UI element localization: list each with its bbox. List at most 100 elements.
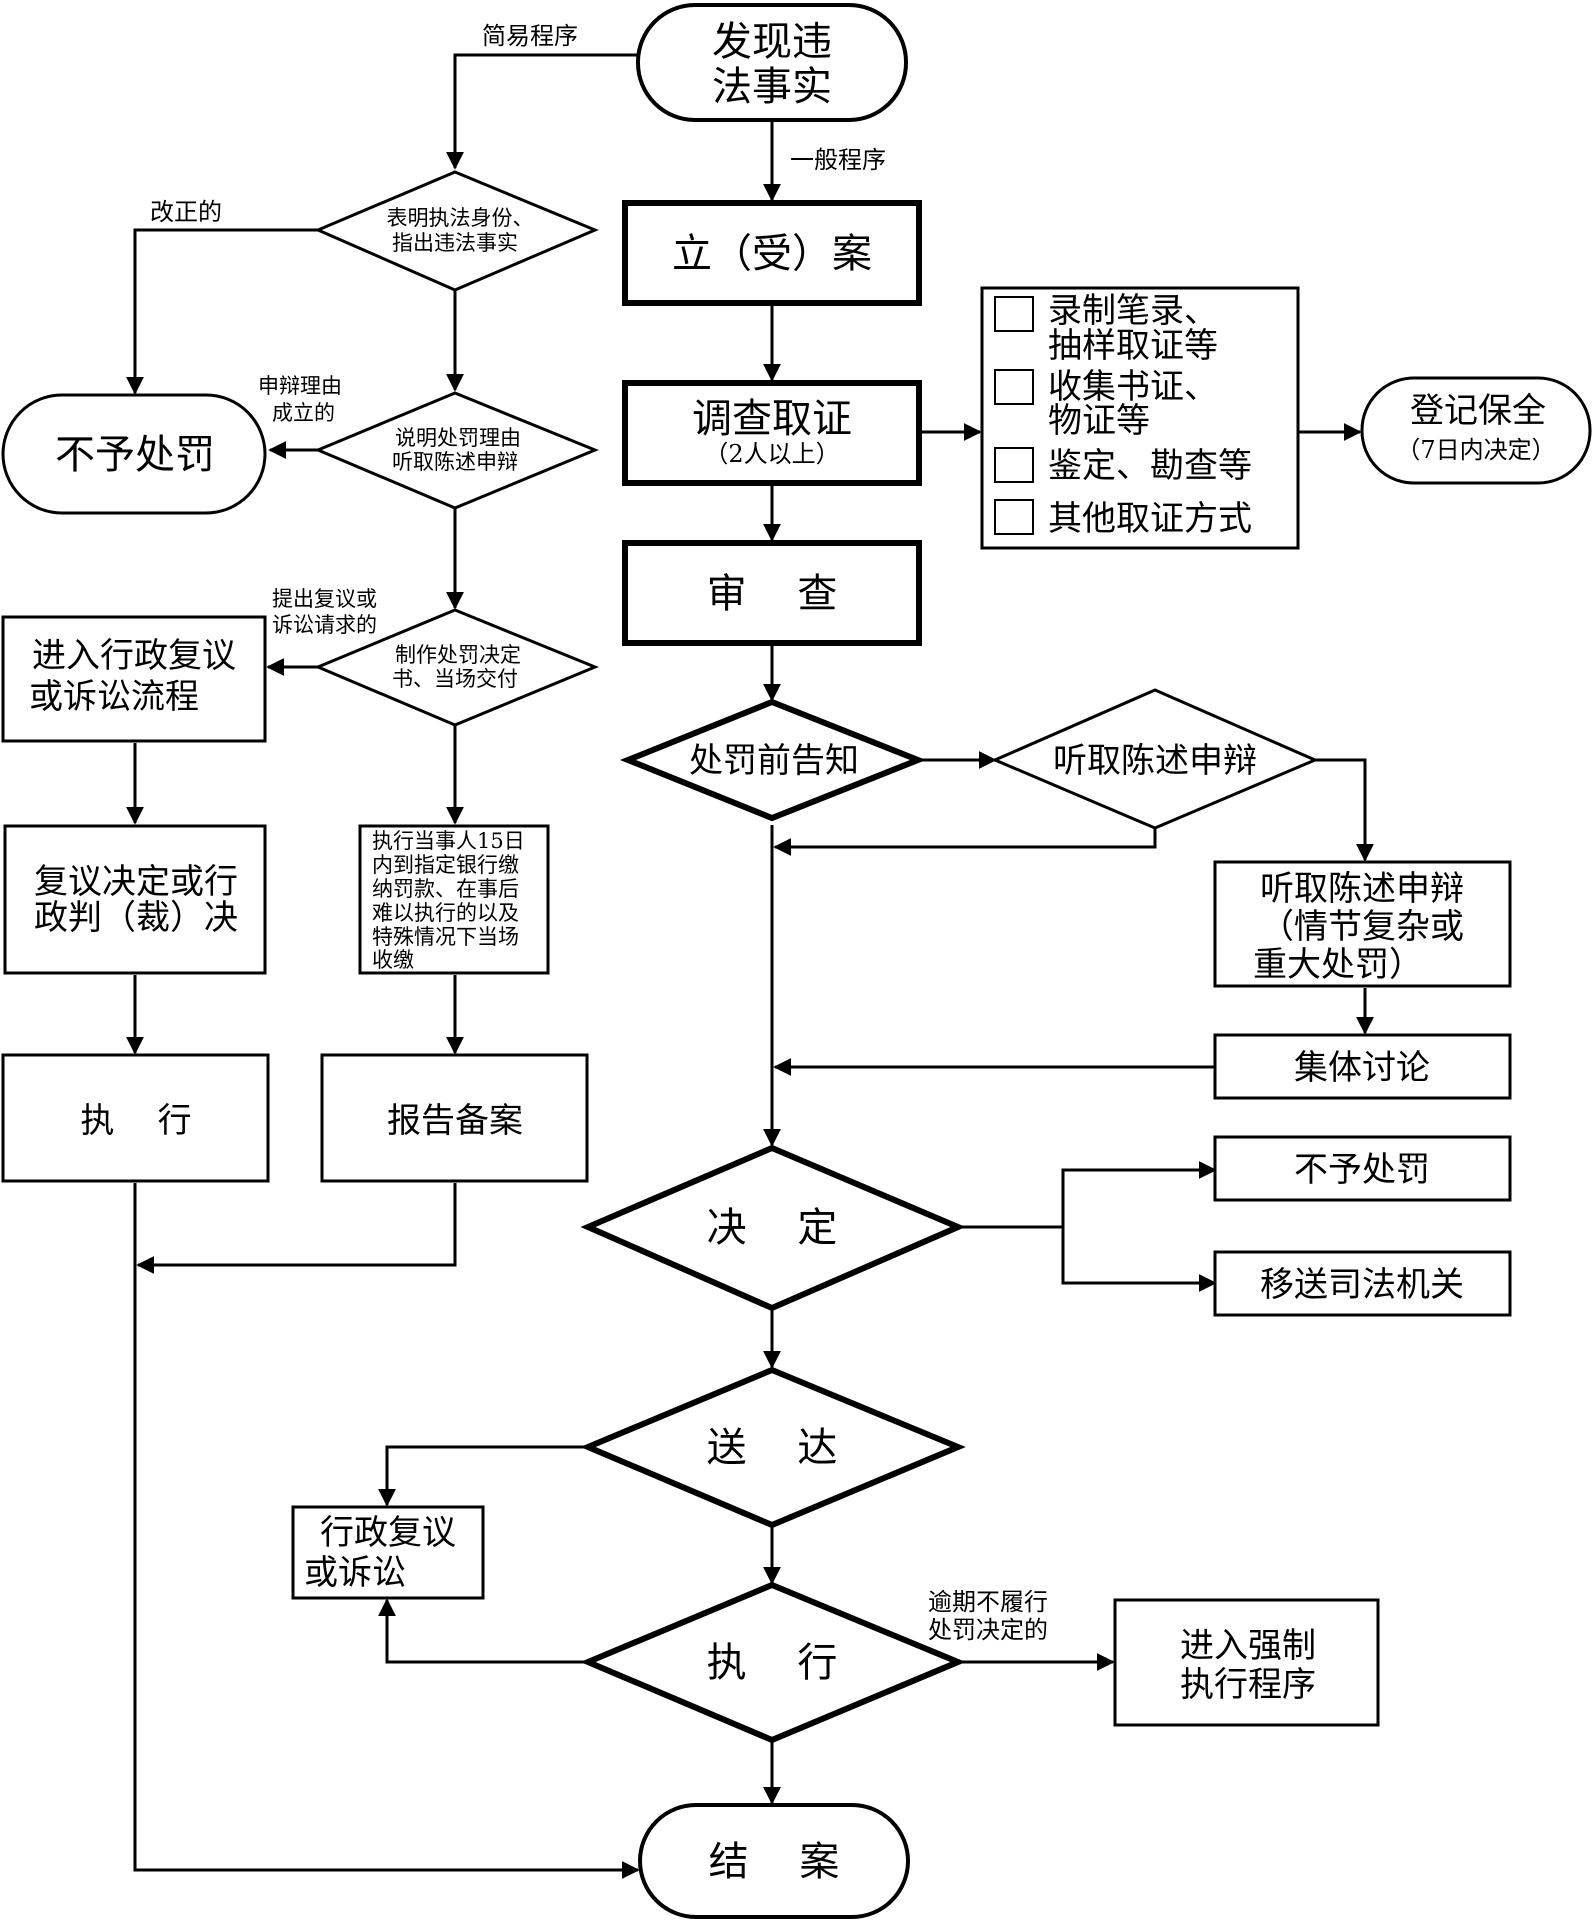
investigate-note: （2人以上）	[704, 440, 839, 468]
register-line-1: 登记保全	[1410, 391, 1546, 431]
close-label: 结 案	[709, 1839, 840, 1885]
payment-line-4: 难以执行的以及	[372, 901, 519, 925]
deliver-label: 送 达	[707, 1425, 838, 1471]
edge-simple	[446, 53, 638, 170]
payment-line-3: 纳罚款、在事后	[372, 877, 519, 901]
evidence-checkbox-4	[994, 499, 1034, 535]
edge-report-merge	[136, 1183, 457, 1274]
overdue-line-2: 处罚决定的	[928, 1616, 1048, 1644]
edge-corrected	[126, 228, 318, 395]
evidence-1-line-1: 录制笔录、	[1048, 291, 1218, 331]
execute-left-label: 执 行	[80, 1101, 191, 1141]
execute-diamond	[580, 1581, 966, 1744]
transfer-label: 移送司法机关	[1260, 1265, 1464, 1305]
edge-exec-close	[133, 1183, 640, 1879]
report-label: 报告备案	[387, 1101, 523, 1141]
edge-decide-transfer	[1061, 1227, 1217, 1292]
evidence-3-line-1: 鉴定、勘查等	[1048, 446, 1252, 486]
payment-line-5: 特殊情况下当场	[372, 925, 519, 949]
discover-terminal	[636, 3, 908, 122]
deliver-diamond	[580, 1366, 966, 1529]
request-review-line-2: 诉讼请求的	[272, 613, 377, 637]
evidence-checkbox-2	[994, 369, 1034, 405]
hear-box-line-1: 听取陈述申辩	[1260, 869, 1464, 909]
hear-box	[1213, 860, 1512, 988]
enforce-box	[1113, 1598, 1380, 1727]
evidence-2-line-2: 物证等	[1048, 401, 1150, 441]
payment-line-2: 内到指定银行缴	[372, 853, 519, 877]
transfer-box	[1213, 1250, 1512, 1317]
identity-diamond	[314, 170, 599, 292]
no-penalty-left-label: 不予处罚	[55, 432, 215, 478]
no-penalty-right-box	[1213, 1135, 1512, 1202]
explain-line-1: 说明处罚理由	[395, 426, 521, 450]
defense-valid-line-1: 申辩理由	[258, 374, 342, 398]
review-result-line-2: 政判（裁）决	[34, 898, 238, 938]
request-review-line-1: 提出复议或	[272, 587, 377, 611]
defense-valid-line-2: 成立的	[272, 401, 335, 425]
report-box	[320, 1053, 589, 1183]
file-case-label: 立（受）案	[672, 231, 872, 277]
explain-line-2: 听取陈述申辩	[392, 450, 518, 474]
review-label: 审 查	[707, 571, 838, 617]
group-discuss-label: 集体讨论	[1294, 1048, 1430, 1088]
evidence-1-line-2: 抽样取证等	[1048, 326, 1218, 366]
admin-review-box	[291, 1505, 485, 1600]
execute-main-label: 执 行	[707, 1640, 838, 1686]
admin-flow-line-1: 进入行政复议	[32, 636, 236, 676]
admin-flow-box	[1, 615, 267, 743]
admin-flow-line-2: 或诉讼流程	[29, 677, 199, 717]
enforce-line-1: 进入强制	[1180, 1626, 1316, 1666]
payment-line-1: 执行当事人15日	[372, 829, 525, 853]
group-discuss-box	[1213, 1033, 1512, 1100]
hear-box-line-3: 重大处罚）	[1253, 945, 1423, 985]
corrected-label: 改正的	[150, 198, 222, 226]
evidence-box	[980, 286, 1300, 550]
hear-diamond	[991, 688, 1319, 830]
review-box	[622, 540, 922, 646]
review-result-line-1: 复议决定或行	[34, 862, 238, 902]
payment-line-6: 收缴	[372, 948, 414, 972]
simple-procedure-label: 简易程序	[482, 22, 578, 50]
discover-label-1: 发现违	[712, 19, 832, 65]
edge-hear-box	[1315, 758, 1374, 862]
overdue-line-1: 逾期不履行	[928, 1588, 1048, 1616]
investigate-box	[622, 380, 922, 486]
identity-line-2: 指出违法事实	[392, 231, 518, 255]
file-case-box	[622, 200, 922, 306]
identity-line-1: 表明执法身份、	[387, 206, 534, 230]
no-penalty-right-label: 不予处罚	[1294, 1150, 1430, 1190]
pre-notice-diamond	[619, 698, 927, 822]
review-result-box	[3, 824, 267, 975]
make-decision-diamond	[314, 608, 599, 727]
evidence-checkbox-3	[994, 447, 1034, 483]
no-penalty-left-terminal	[1, 393, 267, 515]
edge-decide-nopenalty	[958, 1161, 1217, 1229]
make-decision-line-1: 制作处罚决定	[395, 643, 521, 667]
execute-left-box	[1, 1053, 270, 1183]
edge-execute-review	[378, 1598, 588, 1664]
edge-deliver-review	[378, 1445, 588, 1507]
admin-review-line-2: 或诉讼	[304, 1553, 406, 1593]
admin-review-line-1: 行政复议	[320, 1513, 456, 1553]
payment-box	[358, 824, 550, 975]
evidence-checkbox-1	[994, 296, 1034, 332]
evidence-2-line-1: 收集书证、	[1048, 367, 1218, 407]
explain-diamond	[314, 391, 599, 510]
hear-label: 听取陈述申辩	[1053, 741, 1257, 781]
evidence-4-line-1: 其他取证方式	[1048, 499, 1252, 539]
make-decision-line-2: 书、当场交付	[392, 667, 518, 691]
enforce-line-2: 执行程序	[1180, 1665, 1316, 1705]
discover-label-2: 法事实	[712, 64, 832, 110]
connectors	[126, 53, 1374, 1879]
hear-box-line-2: （情节复杂或	[1260, 907, 1464, 947]
close-terminal	[638, 1803, 910, 1919]
edge-hear-back	[773, 828, 1157, 856]
register-terminal	[1360, 376, 1592, 485]
pre-notice-label: 处罚前告知	[689, 741, 859, 781]
general-procedure-label: 一般程序	[790, 146, 886, 174]
decide-label: 决 定	[707, 1205, 838, 1251]
decide-diamond	[580, 1144, 966, 1312]
register-line-2: （7日内决定）	[1396, 436, 1555, 464]
